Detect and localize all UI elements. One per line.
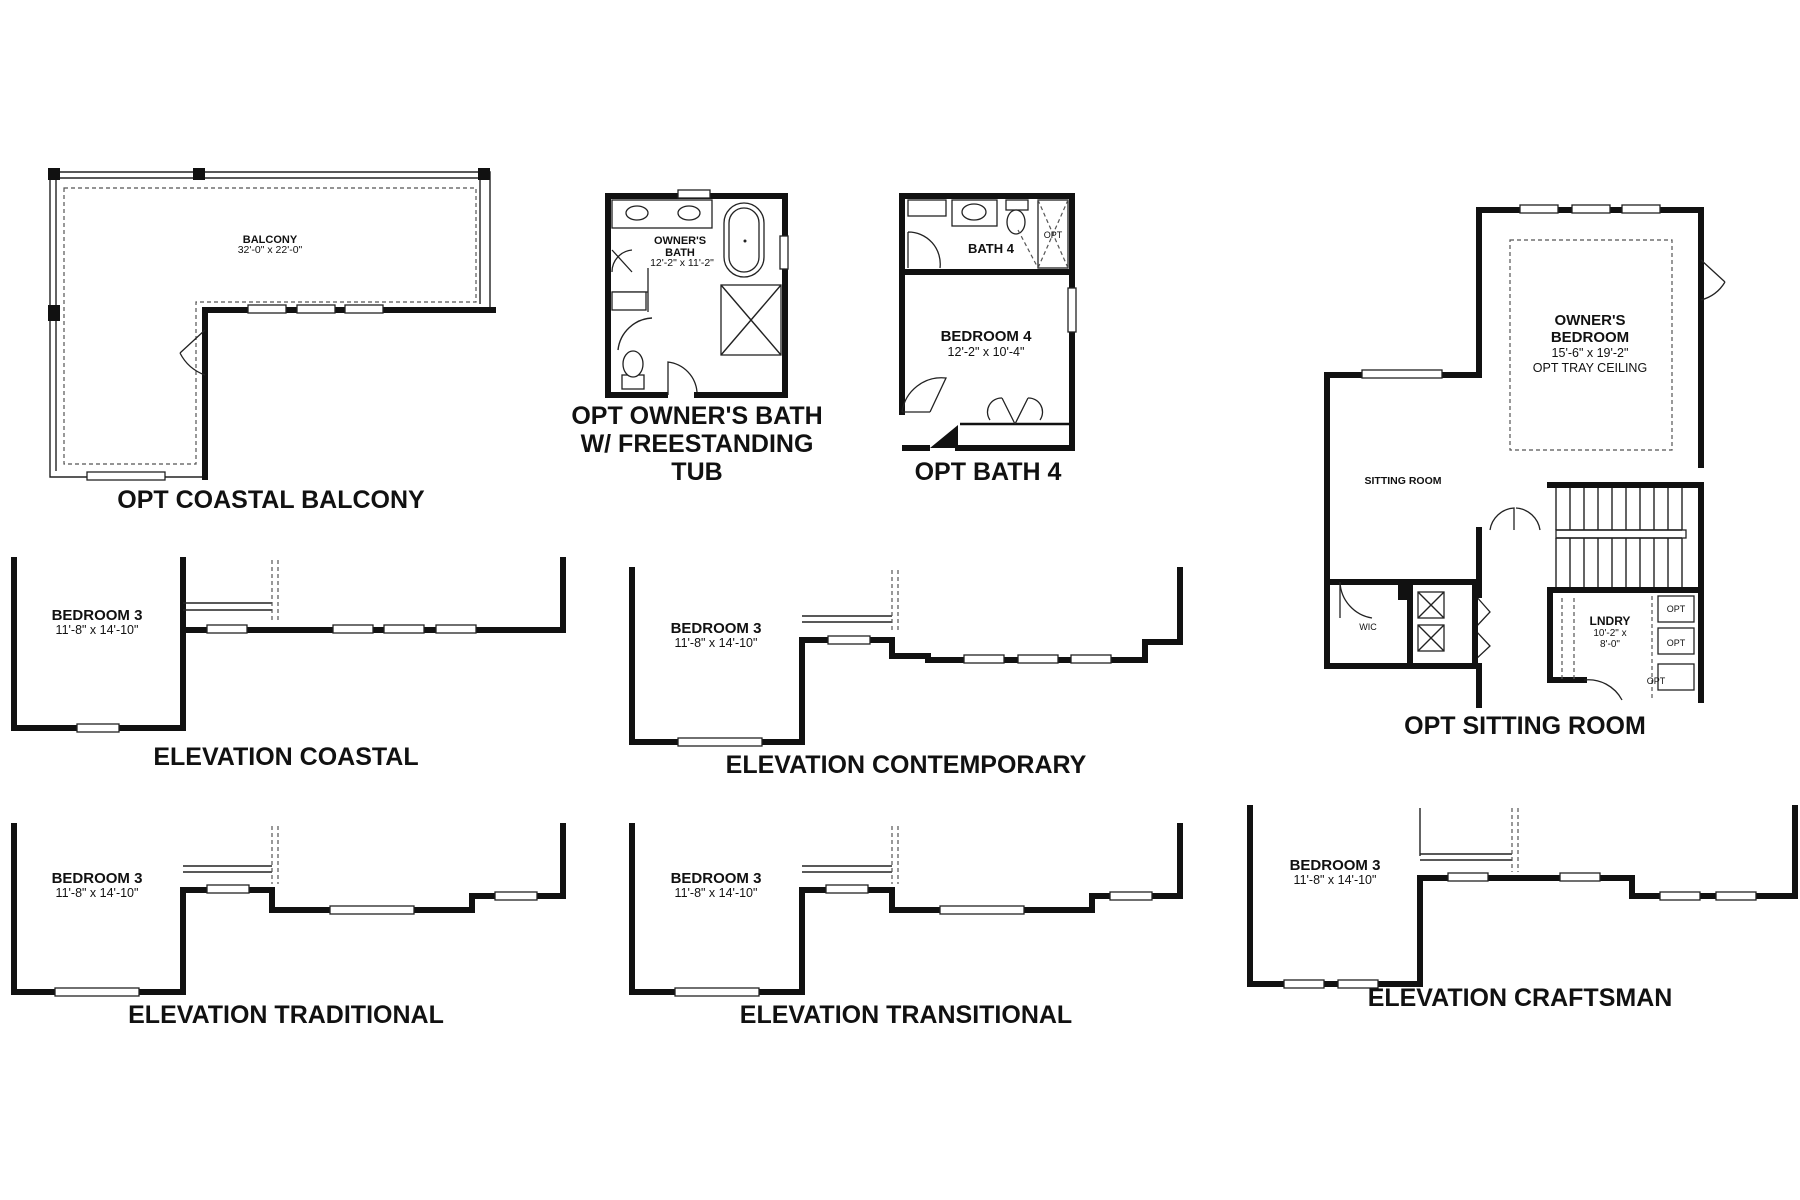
caption-elevation-craftsman: ELEVATION CRAFTSMAN <box>1368 984 1673 1012</box>
laundry-opt-2: OPT <box>1667 638 1686 648</box>
bath4-label: BATH 4 <box>968 241 1015 256</box>
elevation-coastal-plan: BEDROOM 3 11'-8" x 14'-10" ELEVATION COA… <box>11 557 566 771</box>
sitting-room-plan: WIC OPT OPT OPT LNDRY 10'-2" x 8'-0" OWN… <box>1324 204 1726 740</box>
owners-bath-plan: OWNER'S BATH 12'-2" x 11'-2" OPT OWNER'S… <box>571 189 823 486</box>
balcony-label: BALCONY <box>243 234 298 246</box>
owners-bath-dimensions: 12'-2" x 11'-2" <box>650 257 714 269</box>
laundry-dimensions-1: 10'-2" x <box>1593 628 1626 639</box>
bedroom3-coastal-dimensions: 11'-8" x 14'-10" <box>56 623 139 637</box>
bedroom3-transitional-label: BEDROOM 3 <box>671 870 762 887</box>
laundry-label: LNDRY <box>1590 614 1631 628</box>
caption-elevation-contemporary: ELEVATION CONTEMPORARY <box>726 751 1087 779</box>
bedroom3-craftsman-label: BEDROOM 3 <box>1290 857 1381 874</box>
owners-bedroom-label-1: OWNER'S <box>1554 312 1625 329</box>
caption-elevation-coastal: ELEVATION COASTAL <box>153 743 418 771</box>
elevation-contemporary-plan: BEDROOM 3 11'-8" x 14'-10" ELEVATION CON… <box>629 567 1183 779</box>
bedroom3-traditional-dimensions: 11'-8" x 14'-10" <box>56 886 139 900</box>
elevation-traditional-plan: BEDROOM 3 11'-8" x 14'-10" ELEVATION TRA… <box>11 823 566 1029</box>
owners-bath-label-1: OWNER'S <box>654 235 706 247</box>
caption-bath4: OPT BATH 4 <box>915 458 1062 486</box>
caption-owners-bath-3: TUB <box>671 458 722 486</box>
owners-bedroom-dimensions: 15'-6" x 19'-2" <box>1552 346 1629 360</box>
caption-elevation-traditional: ELEVATION TRADITIONAL <box>128 1001 444 1029</box>
bedroom3-contemporary-dimensions: 11'-8" x 14'-10" <box>675 636 758 650</box>
owners-bath-label-2: BATH <box>665 247 695 259</box>
laundry-opt-3: OPT <box>1647 676 1666 686</box>
owners-bedroom-label-2: BEDROOM <box>1551 329 1629 346</box>
coastal-balcony-plan: BALCONY 32'-0" x 22'-0" OPT COASTAL BALC… <box>48 168 496 514</box>
caption-sitting-room: OPT SITTING ROOM <box>1404 712 1646 740</box>
bedroom3-contemporary-label: BEDROOM 3 <box>671 620 762 637</box>
caption-owners-bath-1: OPT OWNER'S BATH <box>571 402 822 430</box>
bedroom4-label: BEDROOM 4 <box>941 328 1033 345</box>
bedroom3-transitional-dimensions: 11'-8" x 14'-10" <box>675 886 758 900</box>
owners-bedroom-note: OPT TRAY CEILING <box>1533 361 1647 375</box>
bath4-plan: OPT BATH 4 BEDROOM 4 12'-2" x 10'-4" OPT… <box>899 193 1077 486</box>
bedroom4-dimensions: 12'-2" x 10'-4" <box>948 345 1025 359</box>
caption-owners-bath-2: W/ FREESTANDING <box>581 430 814 458</box>
laundry-dimensions-2: 8'-0" <box>1600 639 1620 650</box>
caption-elevation-transitional: ELEVATION TRANSITIONAL <box>740 1001 1072 1029</box>
bedroom3-traditional-label: BEDROOM 3 <box>52 870 143 887</box>
bedroom3-coastal-label: BEDROOM 3 <box>52 607 143 624</box>
elevation-transitional-plan: BEDROOM 3 11'-8" x 14'-10" ELEVATION TRA… <box>629 823 1183 1029</box>
caption-coastal-balcony: OPT COASTAL BALCONY <box>117 486 425 514</box>
bath4-opt-label: OPT <box>1044 230 1063 240</box>
sitting-room-label: SITTING ROOM <box>1365 475 1442 487</box>
wic-label: WIC <box>1359 622 1377 632</box>
bedroom3-craftsman-dimensions: 11'-8" x 14'-10" <box>1294 873 1377 887</box>
elevation-craftsman-plan: BEDROOM 3 11'-8" x 14'-10" ELEVATION CRA… <box>1247 805 1798 1012</box>
laundry-opt-1: OPT <box>1667 604 1686 614</box>
balcony-dimensions: 32'-0" x 22'-0" <box>238 244 303 256</box>
